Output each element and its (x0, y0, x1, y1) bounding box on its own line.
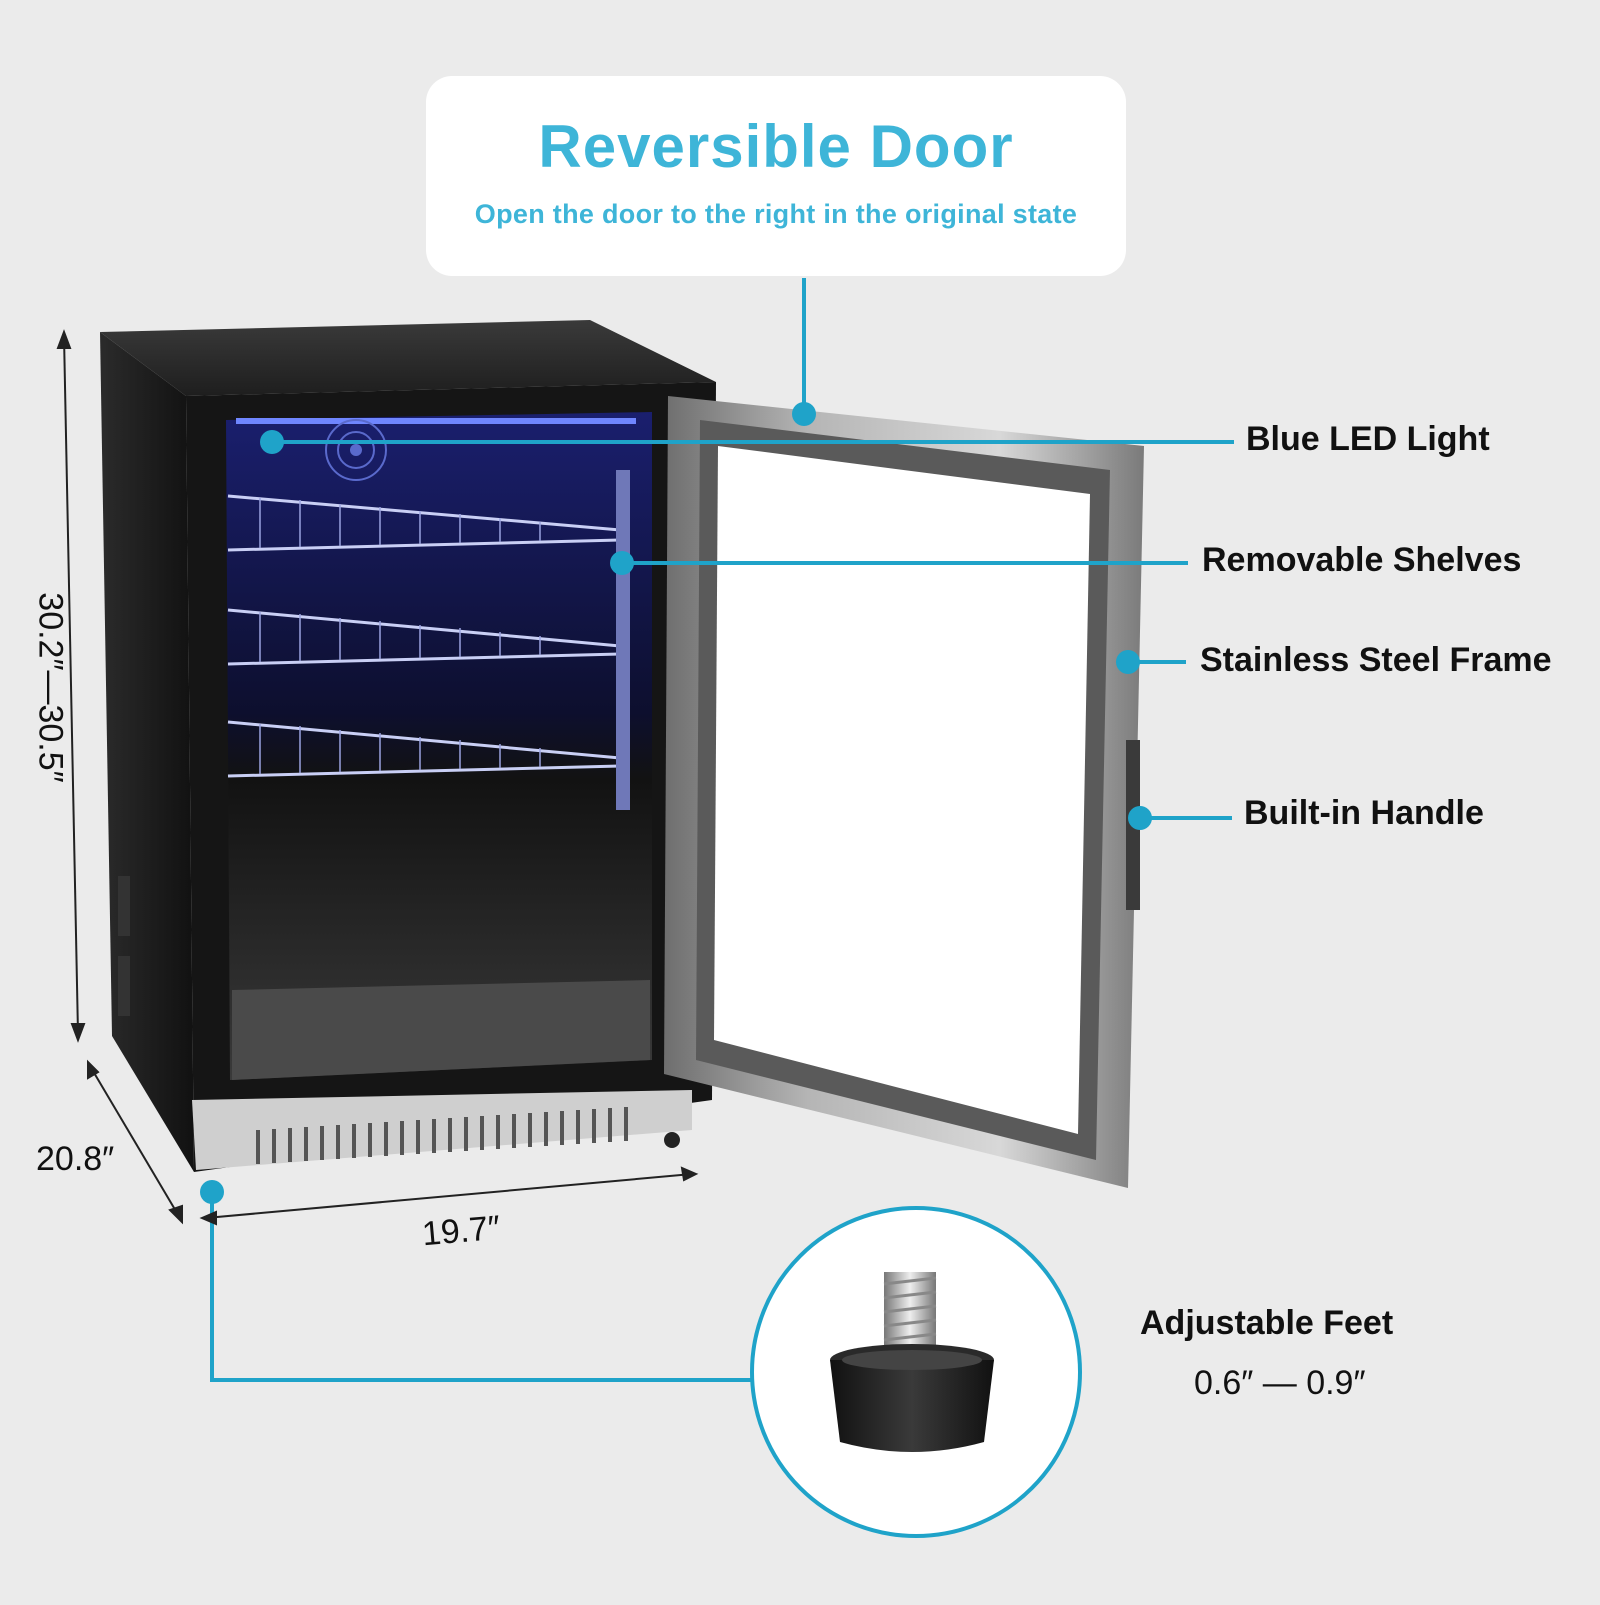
depth-dimension: 20.8″ (36, 1140, 115, 1178)
feet-range: 0.6″ — 0.9″ (1194, 1364, 1366, 1402)
width-dimension: 19.7″ (420, 1208, 502, 1254)
reversible-door-card: Reversible Door Open the door to the rig… (426, 76, 1126, 276)
callout-led-light: Blue LED Light (1246, 420, 1490, 458)
callout-built-in-handle: Built-in Handle (1244, 794, 1484, 832)
glass-door (664, 396, 1144, 1188)
feet-label: Adjustable Feet (1140, 1304, 1394, 1342)
callout-dots (200, 402, 1152, 1204)
callout-stainless-frame: Stainless Steel Frame (1200, 641, 1552, 679)
fan-icon (325, 419, 387, 481)
callout-lines (210, 278, 1234, 1382)
fridge-cabinet (100, 320, 716, 1198)
dimension-arrows (56, 329, 699, 1226)
adjustable-foot-detail (750, 1206, 1082, 1538)
page-title: Reversible Door (538, 113, 1014, 180)
callout-removable-shelves: Removable Shelves (1202, 541, 1522, 579)
height-dimension: 30.2″—30.5″ (31, 592, 70, 783)
page-subtitle: Open the door to the right in the origin… (474, 199, 1078, 229)
